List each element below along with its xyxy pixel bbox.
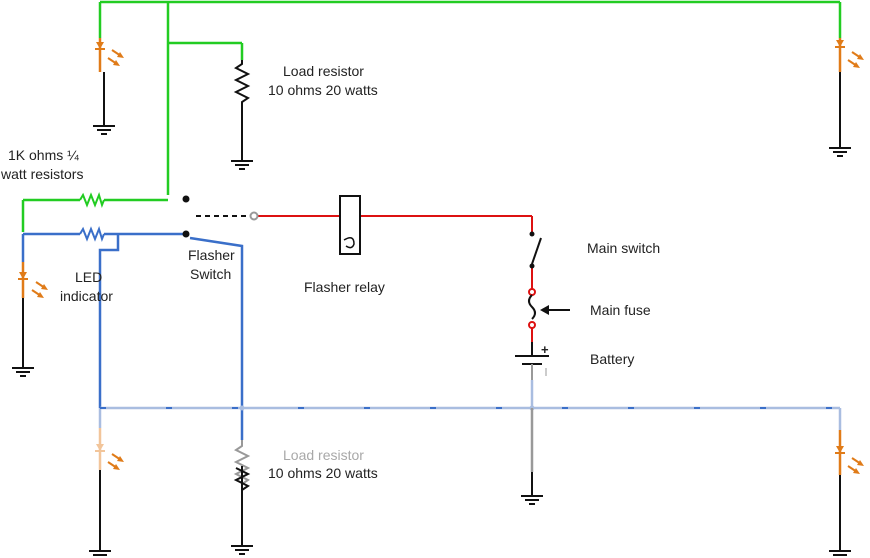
led-bottom-left	[88, 428, 125, 558]
light-blue-wires	[98, 380, 842, 430]
main-fuse	[528, 288, 570, 329]
led-bottom-right	[828, 430, 865, 558]
label-load-resistor-bottom: Load resistor	[283, 447, 364, 463]
label-flasher-switch-line1: Flasher	[188, 247, 235, 263]
label-main-switch: Main switch	[587, 240, 660, 256]
label-load-resistor-top-value: 10 ohms 20 watts	[268, 82, 378, 98]
flasher-switch	[182, 195, 259, 238]
label-load-resistor-bottom-value: 10 ohms 20 watts	[268, 465, 378, 481]
label-flasher-relay: Flasher relay	[304, 279, 385, 295]
label-1k-resistors-line2: watt resistors	[0, 166, 83, 182]
label-flasher-switch-line2: Switch	[190, 266, 231, 282]
label-1k-resistors-line1: 1K ohms ¼	[8, 147, 79, 163]
led-top-left	[92, 38, 125, 135]
load-resistor-bottom	[230, 440, 254, 555]
main-switch	[529, 231, 542, 269]
battery	[515, 342, 549, 380]
label-led-indicator-line2: indicator	[60, 288, 113, 304]
flasher-relay	[339, 195, 361, 255]
led-top-right	[828, 38, 865, 157]
label-battery: Battery	[590, 351, 634, 367]
label-main-fuse: Main fuse	[590, 302, 651, 318]
label-load-resistor-top: Load resistor	[283, 63, 364, 79]
led-indicator	[11, 262, 49, 377]
green-wires	[21, 0, 842, 232]
load-resistor-top	[230, 60, 254, 170]
resistor-1k-green	[79, 191, 105, 209]
label-battery-plus: +	[541, 342, 549, 357]
battery-ground	[520, 408, 544, 505]
blue-wires	[21, 232, 244, 440]
label-led-indicator-line1: LED	[75, 269, 102, 285]
red-wires	[258, 215, 533, 342]
resistor-1k-blue	[79, 225, 105, 243]
